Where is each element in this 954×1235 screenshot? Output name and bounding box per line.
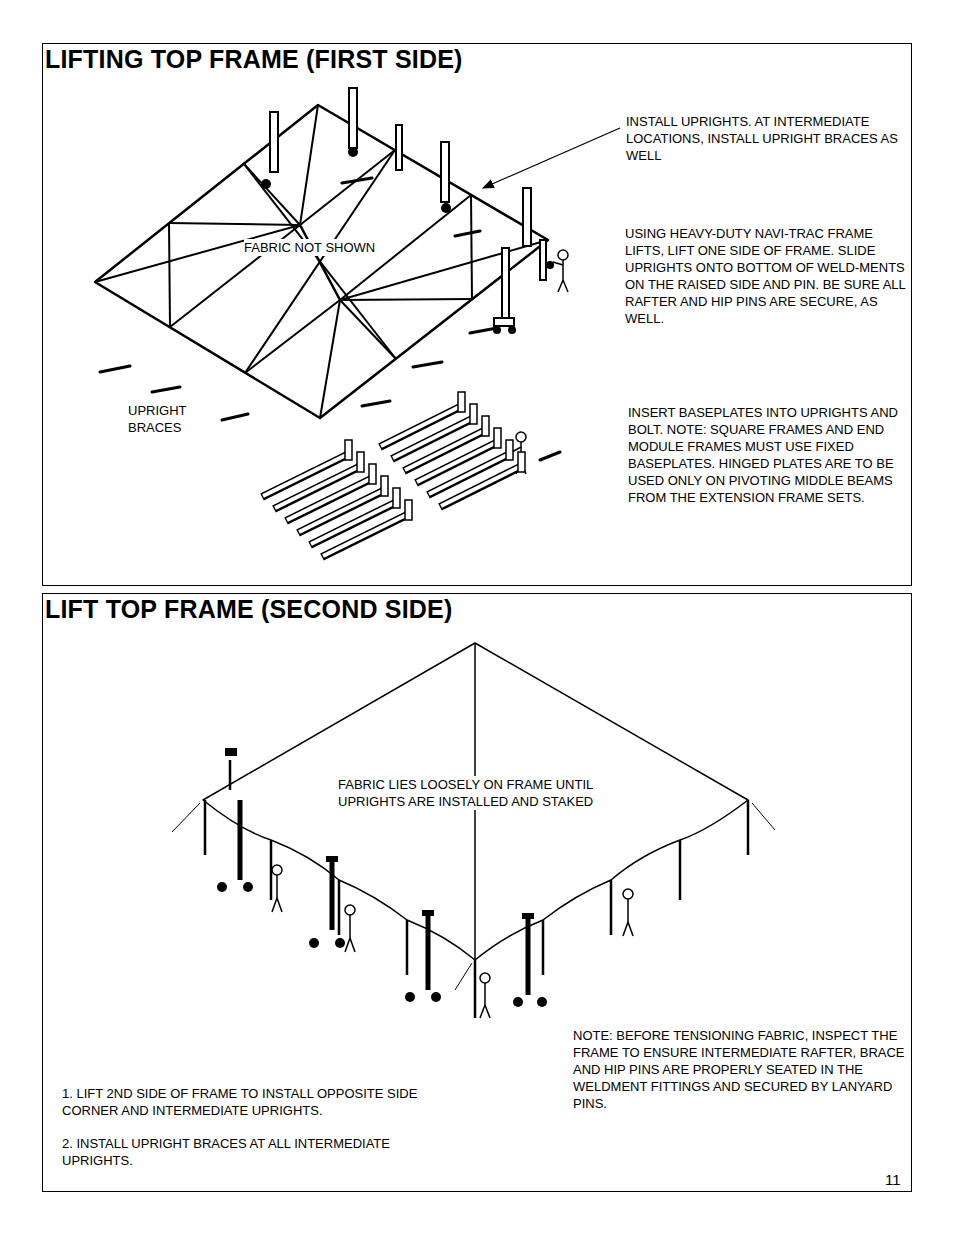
page-number: 11 (885, 1171, 901, 1188)
callout-note: FABRIC NOT SHOWN (244, 239, 375, 256)
inspection-note: NOTE: BEFORE TENSIONING FABRIC, INSPECT … (573, 1027, 905, 1112)
callout-note: INSTALL UPRIGHTS. AT INTERMEDIATE LOCATI… (626, 113, 910, 164)
step-text: 1. LIFT 2ND SIDE OF FRAME TO INSTALL OPP… (62, 1085, 464, 1119)
section-heading: LIFT TOP FRAME (SECOND SIDE) (43, 594, 911, 624)
instruction-note: INSERT BASEPLATES INTO UPRIGHTS AND BOLT… (628, 404, 904, 506)
instruction-note: USING HEAVY-DUTY NAVI-TRAC FRAME LIFTS, … (625, 225, 909, 327)
part-label: UPRIGHT BRACES (128, 402, 196, 436)
section-heading: LIFTING TOP FRAME (FIRST SIDE) (43, 44, 911, 74)
step-text: 2. INSTALL UPRIGHT BRACES AT ALL INTERME… (62, 1135, 438, 1169)
callout-note: FABRIC LIES LOOSELY ON FRAME UNTIL UPRIG… (338, 776, 626, 810)
